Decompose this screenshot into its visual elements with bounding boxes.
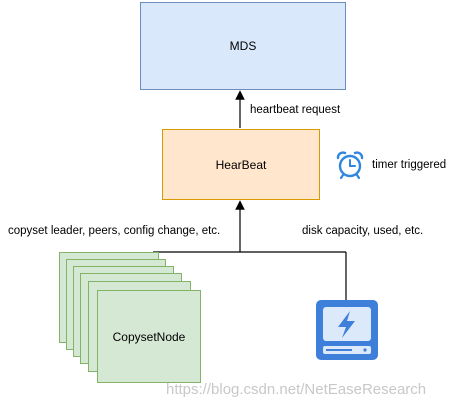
copyset-node-label: CopysetNode	[112, 329, 186, 344]
mds-box[interactable]: MDS	[140, 2, 346, 90]
heartbeat-box[interactable]: HearBeat	[162, 129, 320, 200]
heartbeat-label: HearBeat	[215, 157, 267, 172]
copyset-node-box[interactable]: CopysetNode	[97, 290, 201, 383]
timer-triggered-label: timer triggered	[372, 159, 447, 171]
copyset-info-label: copyset leader, peers, config change, et…	[8, 225, 221, 237]
watermark-url: https://blog.csdn.net/NetEaseResearch	[166, 381, 427, 398]
alarm-clock-icon	[336, 151, 364, 180]
disk-info-label: disk capacity, used, etc.	[302, 225, 424, 237]
disk-drive-icon[interactable]	[314, 299, 380, 361]
mds-label: MDS	[229, 39, 257, 53]
heartbeat-request-label: heartbeat request	[250, 104, 341, 116]
